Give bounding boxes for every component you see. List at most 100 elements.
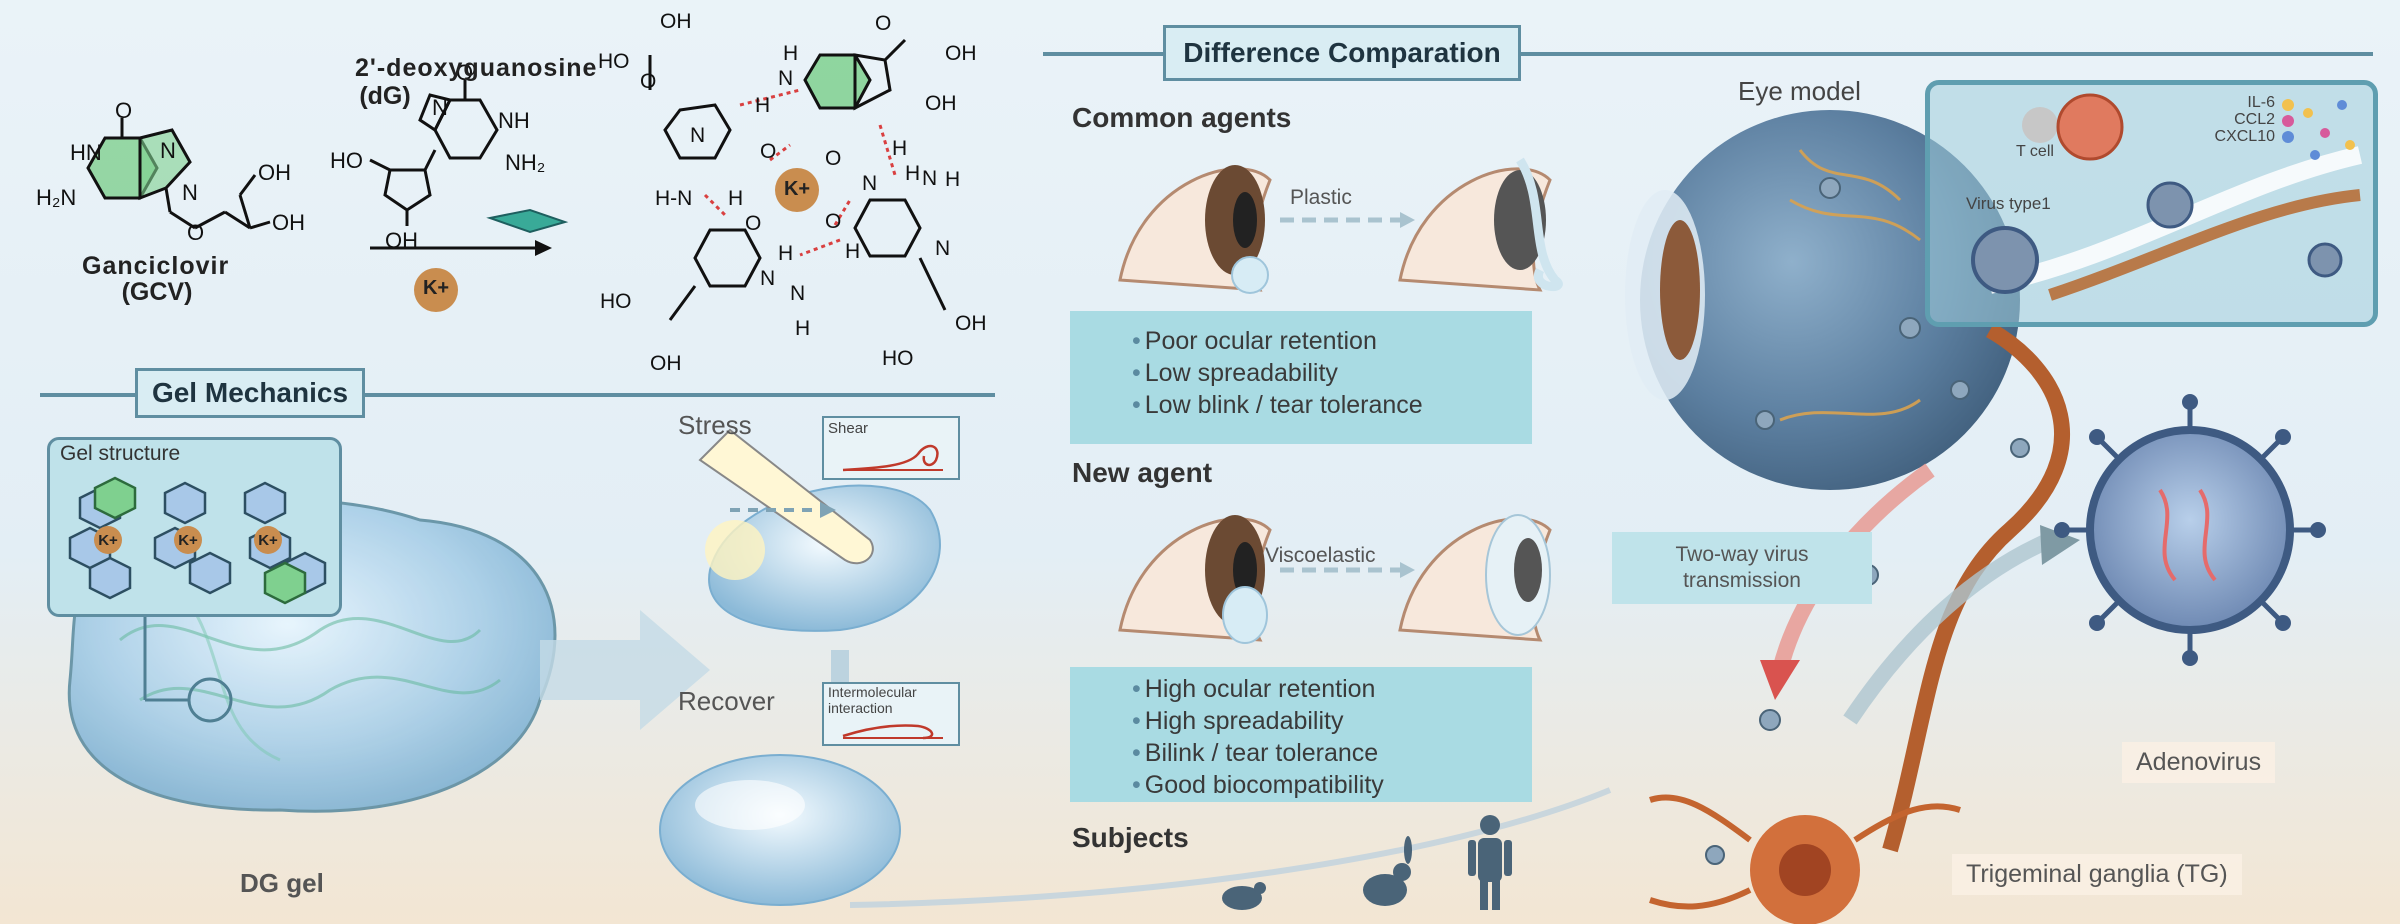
virus-type1-label: Virus type1 xyxy=(1966,194,2051,213)
svg-text:O: O xyxy=(825,210,841,233)
gel-mechanics-rule xyxy=(40,393,995,397)
svg-text:HN: HN xyxy=(70,140,102,165)
downward-arrow xyxy=(1760,660,1800,700)
upward-arrow xyxy=(2040,525,2080,565)
potassium-label: K+ xyxy=(422,277,450,299)
mouse-icon xyxy=(1222,882,1266,910)
common-item: Low blink / tear tolerance xyxy=(1132,389,1532,421)
potassium-ion xyxy=(414,268,458,312)
svg-text:O: O xyxy=(456,60,473,85)
svg-text:H: H xyxy=(945,168,960,191)
svg-text:O: O xyxy=(640,70,656,93)
svg-text:NH: NH xyxy=(498,108,530,133)
transmission-label: Two-way virus transmission xyxy=(1612,532,1872,604)
svg-text:H: H xyxy=(905,162,920,185)
subjects-title: Subjects xyxy=(1072,822,1189,853)
svg-text:N: N xyxy=(182,180,198,205)
viscoelastic-label: Viscoelastic xyxy=(1265,544,1376,567)
t-cell-label: T cell xyxy=(2016,143,2054,160)
subjects-icons xyxy=(849,787,1612,910)
lattice-ion-3 xyxy=(254,526,282,554)
flow-arrow xyxy=(540,610,710,730)
shear-tool xyxy=(698,428,874,565)
g-quartet-structure xyxy=(648,38,947,321)
svg-text:OH: OH xyxy=(955,312,987,335)
human-icon xyxy=(1468,815,1512,910)
new-item: Bilink / tear tolerance xyxy=(1132,737,1532,769)
adenovirus-label: Adenovirus xyxy=(2122,742,2276,783)
immune-inset-art xyxy=(1971,93,2363,301)
common-agents-title: Common agents xyxy=(1072,102,1292,133)
lattice-ion-2 xyxy=(174,526,202,554)
shear-label: Shear xyxy=(828,420,869,437)
lattice-ion-label-3: K+ xyxy=(258,532,278,549)
deoxyguanosine-structure xyxy=(369,80,499,226)
intermolecular-label: Intermolecular interaction xyxy=(828,684,917,716)
new-agent-box: High ocular retention High spreadability… xyxy=(1070,667,1532,802)
svg-text:N: N xyxy=(690,124,705,147)
svg-text:OH: OH xyxy=(258,160,291,185)
stress-label: Stress xyxy=(678,410,752,440)
lattice-ion-1 xyxy=(94,526,122,554)
comparison-header: Difference Comparation xyxy=(1163,25,1521,81)
lattice-ion-label-2: K+ xyxy=(178,532,198,549)
common-item: Poor ocular retention xyxy=(1132,325,1532,357)
rabbit-icon xyxy=(1363,836,1412,906)
comparison-rule xyxy=(1043,52,2373,56)
svg-text:H: H xyxy=(783,42,798,65)
svg-text:O: O xyxy=(875,12,891,35)
t-cell xyxy=(2056,93,2124,161)
cytokine-ccl2: CCL2 xyxy=(2234,111,2275,128)
new-agent-title: New agent xyxy=(1072,457,1213,488)
cytokine-dots xyxy=(2282,99,2355,160)
new-eyes xyxy=(1118,514,1552,644)
svg-text:N: N xyxy=(862,172,877,195)
eye-model-illustration xyxy=(1625,110,2326,924)
dg-title: 2'-deoxyguanosine xyxy=(355,54,598,82)
quartet-potassium-ion xyxy=(775,168,819,212)
svg-text:OH: OH xyxy=(660,10,692,33)
common-item: Low spreadability xyxy=(1132,357,1532,389)
common-eyes xyxy=(1118,157,1563,294)
plastic-label: Plastic xyxy=(1290,186,1352,209)
gel-structure-lattice xyxy=(68,476,327,605)
svg-text:OH: OH xyxy=(925,92,957,115)
svg-text:H: H xyxy=(755,94,770,117)
stress-recover-illustration xyxy=(659,428,941,906)
gcv-name: Ganciclovir xyxy=(82,252,230,280)
svg-text:N: N xyxy=(432,95,448,120)
cytokine-cxcl10: CXCL10 xyxy=(2214,128,2275,145)
new-item: High ocular retention xyxy=(1132,673,1532,705)
new-eye-before xyxy=(1118,515,1272,644)
svg-text:HO: HO xyxy=(330,148,363,173)
hydrogen-bonds xyxy=(703,88,897,257)
svg-text:O: O xyxy=(745,212,761,235)
gel-structure-label: Gel structure xyxy=(60,442,181,465)
g-quartet-tile xyxy=(486,208,569,234)
svg-text:O: O xyxy=(760,140,776,163)
ganciclovir-structure xyxy=(86,118,271,230)
svg-text:N: N xyxy=(778,67,793,90)
svg-text:O: O xyxy=(115,98,132,123)
svg-text:OH: OH xyxy=(945,42,977,65)
eye-model-label: Eye model xyxy=(1738,76,1861,106)
svg-text:O: O xyxy=(187,220,204,245)
new-item: Good biocompatibility xyxy=(1132,769,1532,801)
chemistry-panel: O HN H₂N N N O OH OH O NH NH₂ N HO OH xyxy=(36,10,987,375)
quartet-potassium-label: K+ xyxy=(783,178,811,200)
svg-text:HO: HO xyxy=(882,347,914,370)
svg-text:H: H xyxy=(845,240,860,263)
svg-text:H-N: H-N xyxy=(655,187,692,210)
svg-text:O: O xyxy=(825,147,841,170)
shear-curve xyxy=(842,444,943,472)
svg-text:N: N xyxy=(935,237,950,260)
gcv-abbr: (GCV) xyxy=(121,278,193,306)
svg-text:H: H xyxy=(795,317,810,340)
new-item: High spreadability xyxy=(1132,705,1532,737)
common-eye-after xyxy=(1398,157,1563,292)
new-eye-after xyxy=(1398,514,1552,642)
svg-text:OH: OH xyxy=(272,210,305,235)
svg-text:N: N xyxy=(160,138,176,163)
svg-text:N: N xyxy=(790,282,805,305)
trigeminal-nerve xyxy=(1882,323,2070,853)
